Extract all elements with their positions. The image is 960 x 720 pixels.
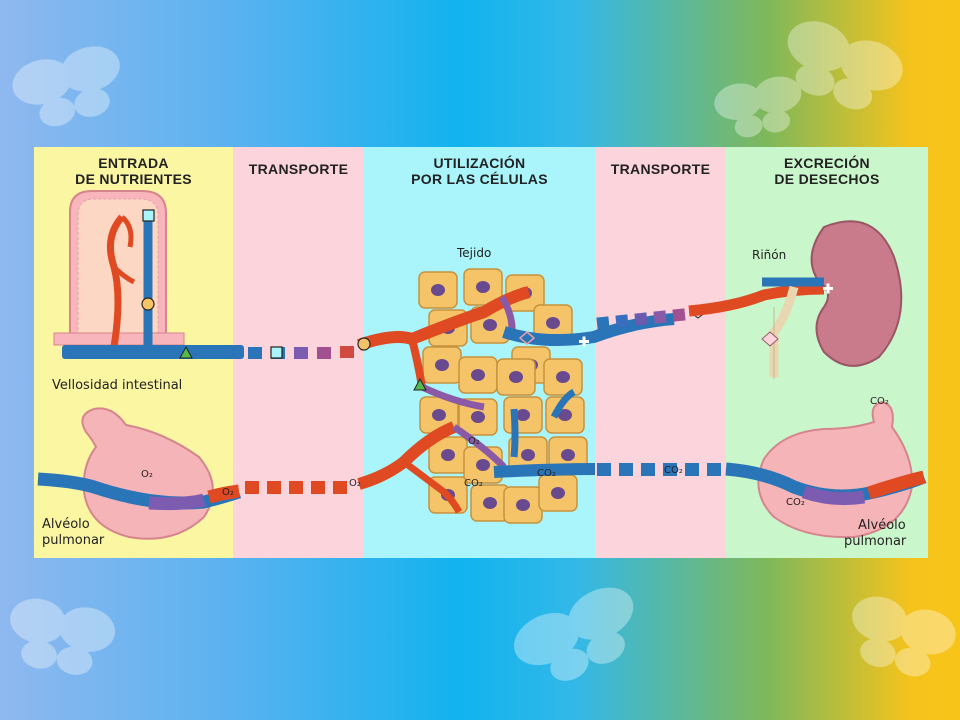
- butterfly-shape: [714, 76, 802, 138]
- intestinal-villus: [53, 190, 185, 358]
- cell-nucleus: [431, 284, 445, 296]
- cell-nucleus: [476, 459, 490, 471]
- cell-nucleus: [483, 497, 497, 509]
- tissue-capillary: [420, 383, 485, 411]
- co2-label-tissue-inner: CO₂: [464, 478, 483, 489]
- cell-nucleus: [556, 371, 570, 383]
- diagram-panel: Vellosidad intestinal Tejido O₂ CO: [34, 147, 928, 558]
- plus-marker: [579, 336, 589, 347]
- cell-nucleus: [551, 487, 565, 499]
- upper-transport-vessel-right: [596, 308, 686, 330]
- kidney: [762, 220, 903, 379]
- circle-marker: [141, 297, 155, 311]
- cell-nucleus: [471, 369, 485, 381]
- tissue-vein-upper: [502, 313, 675, 347]
- cell-nucleus: [476, 281, 490, 293]
- villus-label: Vellosidad intestinal: [52, 378, 182, 393]
- header-excretion: EXCRECIÓN DE DESECHOS: [774, 155, 880, 187]
- renal-artery: [688, 283, 825, 317]
- villus-vein: [62, 345, 244, 359]
- tissue-label: Tejido: [456, 246, 491, 260]
- header-transport-left: TRANSPORTE: [248, 161, 349, 177]
- butterfly-shape: [787, 21, 903, 110]
- cell-nucleus: [483, 319, 497, 331]
- kidney-label: Riñón: [752, 248, 786, 262]
- o2-label-transport: O₂: [349, 478, 361, 489]
- o2-label-tissue: O₂: [468, 436, 480, 447]
- cell-nucleus: [521, 449, 535, 461]
- butterfly-shape: [852, 596, 956, 677]
- lower-transport-vessel-right: [597, 463, 721, 476]
- cell-nucleus: [509, 371, 523, 383]
- co2-label-tissue: CO₂: [537, 468, 556, 479]
- circle-marker: [357, 337, 371, 351]
- co2-label-transport: CO₂: [664, 465, 683, 476]
- cell-nucleus: [546, 317, 560, 329]
- right-alveolus: [757, 400, 914, 539]
- o2-label-alveolus-exit: O₂: [222, 487, 234, 498]
- alveolus-right-label-2: pulmonar: [844, 534, 907, 549]
- upper-transport-vessel-left: [248, 346, 354, 359]
- alveolus-left-label-1: Alvéolo: [42, 517, 90, 532]
- square-marker: [142, 209, 155, 222]
- header-intake: ENTRADA DE NUTRIENTES: [75, 155, 192, 187]
- tissue-vein-lower: [493, 463, 596, 478]
- diamond-marker: [761, 331, 779, 347]
- lower-transport-vessel-left: [245, 481, 347, 494]
- header-utilization: UTILIZACIÓN POR LAS CÉLULAS: [411, 155, 548, 187]
- cell-nucleus: [471, 411, 485, 423]
- cell-nucleus: [561, 449, 575, 461]
- alveolus-left-label-2: pulmonar: [42, 533, 105, 548]
- alveolus-right-label-1: Alvéolo: [858, 518, 906, 533]
- cell-nucleus: [432, 409, 446, 421]
- co2-label-alveolus: CO₂: [786, 497, 805, 508]
- co2-label-exhaled: CO₂: [870, 396, 889, 407]
- diamond-marker: [518, 331, 536, 345]
- cell-nucleus: [435, 359, 449, 371]
- butterfly-shape: [12, 46, 120, 127]
- triangle-marker: [179, 345, 193, 359]
- cell-nucleus: [516, 409, 530, 421]
- butterfly-shape: [10, 598, 116, 675]
- transport-right-column: [595, 147, 726, 558]
- header-transport-right: TRANSPORTE: [610, 161, 711, 177]
- cell-nucleus: [516, 499, 530, 511]
- cell-nucleus: [441, 449, 455, 461]
- circulation-diagram: Vellosidad intestinal Tejido O₂ CO: [37, 190, 927, 549]
- cell-nucleus: [558, 409, 572, 421]
- triangle-marker: [413, 377, 427, 391]
- o2-label-alveolus: O₂: [141, 469, 153, 480]
- butterfly-shape: [514, 587, 634, 681]
- square-marker: [270, 346, 283, 359]
- plus-marker: [823, 283, 833, 294]
